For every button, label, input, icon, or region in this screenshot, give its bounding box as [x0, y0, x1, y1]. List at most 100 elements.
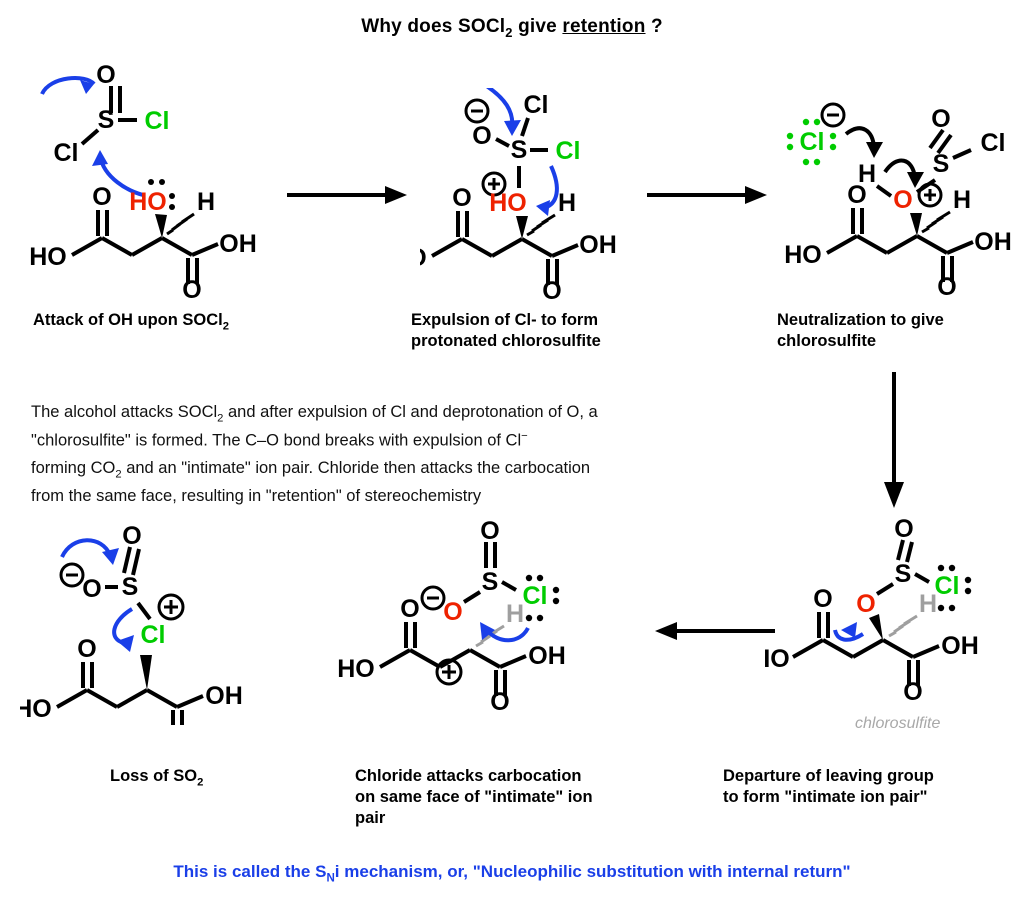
atom-label-OH: OH: [579, 231, 617, 259]
atom-label-OH: OH: [974, 228, 1012, 256]
atom-label-OH: OH: [528, 642, 566, 670]
atom-label-H: H: [558, 189, 576, 217]
structure-3: Cl H O S Cl O: [745, 100, 1024, 295]
caption-step-5: Chloride attacks carbocation on same fac…: [355, 766, 645, 829]
title-underlined: retention: [562, 16, 646, 37]
atom-label-OH: OH: [219, 230, 257, 258]
structure-5: O S Cl O H O HO: [290, 520, 580, 720]
atom-label-S: S: [895, 560, 912, 588]
caption-step-4: Loss of SO2: [110, 766, 330, 790]
atom-label-S: S: [122, 573, 139, 601]
paragraph-line-4: from the same face, resulting in "retent…: [31, 487, 482, 506]
atom-label-O-red-plus: O: [893, 186, 912, 214]
arrow-step4-to-step5: [652, 618, 777, 644]
atom-label-O: O: [931, 105, 950, 133]
title-subscript: 2: [505, 24, 513, 40]
atom-label-S: S: [482, 568, 499, 596]
atom-label-Cl-green: Cl: [145, 107, 170, 135]
paragraph-line-3: forming CO2 and an "intimate" ion pair. …: [31, 458, 591, 480]
footer-post: i mechanism, or, "Nucleophilic substitut…: [334, 862, 851, 881]
caption-step-1-sub: 2: [222, 320, 229, 333]
structure-6: O S O Cl O HO O OH: [20, 515, 290, 725]
atom-label-HO: HO: [784, 241, 822, 269]
arrow-step2-to-step3: [645, 182, 770, 208]
atom-label-HO: HO: [420, 244, 427, 272]
caption-step-2-line-1: Expulsion of Cl- to form: [411, 311, 598, 329]
atom-label-H-gray: H: [506, 600, 524, 628]
atom-label-H-gray: H: [919, 590, 937, 618]
atom-label-O: O: [894, 515, 913, 543]
atom-label-HO: HO: [29, 243, 67, 271]
atom-label-H: H: [197, 188, 215, 216]
atom-label-S: S: [933, 150, 950, 178]
atom-label-HO: HO: [765, 645, 790, 673]
title-mid: give: [512, 16, 563, 37]
atom-label-OH: OH: [941, 632, 979, 660]
page-title: Why does SOCl2 give retention ?: [0, 16, 1024, 40]
atom-label-O-minus: O: [82, 575, 101, 603]
atom-label-O: O: [400, 595, 419, 623]
atom-label-Cl-green-plus: Cl: [141, 621, 166, 649]
atom-label-Cl-green: Cl: [523, 582, 548, 610]
atom-label-O: O: [77, 635, 96, 663]
atom-label-HO-red: HO: [489, 189, 527, 217]
atom-label-O: O: [452, 184, 471, 212]
atom-label-Cl-black: Cl: [524, 91, 549, 119]
title-pre: Why does SOCl: [361, 16, 506, 37]
caption-step-2: Expulsion of Cl- to form protonated chlo…: [411, 310, 661, 352]
atom-label-O-minus: O: [472, 122, 491, 150]
caption-step-5-line-1: Chloride attacks carbocation: [355, 767, 582, 785]
atom-label-O: O: [847, 181, 866, 209]
atom-label-O: O: [480, 520, 499, 545]
atom-label-O: O: [903, 678, 922, 706]
atom-label-O: O: [96, 61, 115, 89]
atom-label-HO: HO: [337, 655, 375, 683]
atom-label-Cl-black: Cl: [54, 139, 79, 167]
paragraph-line-2: "chlorosulfite" is formed. The C–O bond …: [31, 430, 528, 450]
caption-step-3-line-1: Neutralization to give: [777, 311, 944, 329]
atom-label-S: S: [511, 136, 528, 164]
atom-label-Cl-green-anion: Cl: [800, 128, 825, 156]
atom-label-O: O: [182, 276, 201, 298]
atom-label-H: H: [858, 160, 876, 188]
caption-step-1-text: Attack of OH upon SOCl: [33, 311, 223, 329]
caption-step-3: Neutralization to give chlorosulfite: [777, 310, 1024, 352]
caption-step-6-line-1: Departure of leaving group: [723, 767, 934, 785]
atom-label-HO-red: HO: [129, 188, 167, 216]
atom-label-Cl-green: Cl: [556, 137, 581, 165]
caption-step-5-line-3: pair: [355, 809, 386, 828]
caption-step-5-line-2: on same face of "intimate" ion: [355, 788, 593, 807]
caption-step-6-line-2: to form "intimate ion pair": [723, 788, 928, 807]
atom-label-OH: OH: [205, 682, 243, 710]
atom-label-O: O: [490, 688, 509, 716]
atom-label-Cl-black: Cl: [981, 129, 1006, 157]
footer-pre: This is called the S: [173, 862, 327, 881]
footer-summary: This is called the SNi mechanism, or, "N…: [0, 862, 1024, 884]
atom-label-O-red: O: [856, 590, 875, 618]
structure-2: O S Cl Cl HO H: [420, 88, 655, 300]
structure-4: O S Cl O H O HO O: [765, 512, 1024, 712]
description-paragraph: The alcohol attacks SOCl2 and after expu…: [31, 399, 671, 510]
atom-label-O: O: [937, 273, 956, 295]
atom-label-HO: HO: [20, 695, 52, 723]
atom-label-Cl-green: Cl: [935, 572, 960, 600]
atom-label-O: O: [92, 183, 111, 211]
atom-label-O-red-minus: O: [443, 598, 462, 626]
atom-label-O: O: [813, 585, 832, 613]
caption-step-6: Departure of leaving group to form "inti…: [723, 766, 1023, 808]
structure-1: O S Cl Cl HO H O: [20, 58, 290, 298]
title-post: ?: [645, 16, 663, 37]
caption-step-2-line-2: protonated chlorosulfite: [411, 332, 601, 351]
caption-step-4-sub: 2: [197, 776, 204, 789]
atom-label-H: H: [953, 186, 971, 214]
chlorosulfite-label: chlorosulfite: [855, 715, 941, 732]
atom-label-O: O: [542, 277, 561, 300]
caption-step-4-text: Loss of SO: [110, 767, 198, 785]
arrow-step3-to-step4: [875, 370, 915, 510]
paragraph-line-1: The alcohol attacks SOCl2 and after expu…: [31, 403, 598, 425]
atom-label-O: O: [122, 522, 141, 550]
atom-label-S: S: [98, 106, 115, 134]
arrow-step1-to-step2: [285, 182, 410, 208]
caption-step-1: Attack of OH upon SOCl2: [33, 310, 283, 334]
footer-sub: N: [326, 872, 335, 885]
